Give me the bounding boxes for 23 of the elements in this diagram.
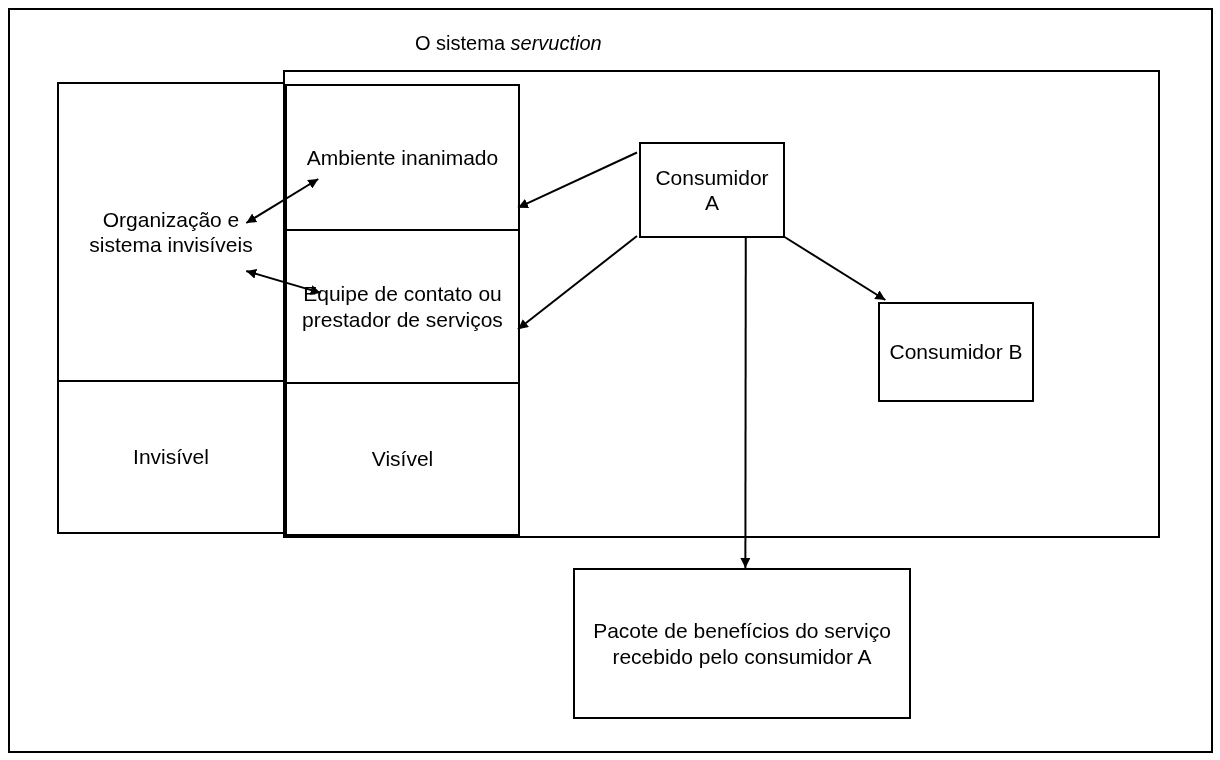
arrow xyxy=(245,178,320,224)
arrow xyxy=(782,235,887,301)
box-label: Pacote de benefícios do serviço recebido pelo consumidor A xyxy=(592,618,892,669)
box-label: Equipe de contato ou prestador de serviços xyxy=(301,281,504,332)
process-box xyxy=(285,84,520,231)
process-box xyxy=(57,82,285,382)
process-box xyxy=(573,568,911,719)
process-box xyxy=(639,142,785,238)
box-label: Visível xyxy=(371,446,434,472)
process-box xyxy=(285,229,520,384)
box-label: Consumidor B xyxy=(889,339,1023,365)
arrow xyxy=(517,151,638,209)
arrow xyxy=(740,235,751,569)
box-label: Organização e sistema invisíveis xyxy=(88,206,254,258)
arrow xyxy=(517,235,638,331)
box-label: Ambiente inanimado xyxy=(306,144,499,171)
arrow xyxy=(245,269,322,295)
process-box xyxy=(57,380,285,534)
box-title: O sistema servuction xyxy=(415,32,603,55)
process-box xyxy=(878,302,1034,402)
process-box xyxy=(285,382,520,536)
box-label: Invisível xyxy=(133,444,209,470)
box-label: Consumidor A xyxy=(654,164,770,216)
